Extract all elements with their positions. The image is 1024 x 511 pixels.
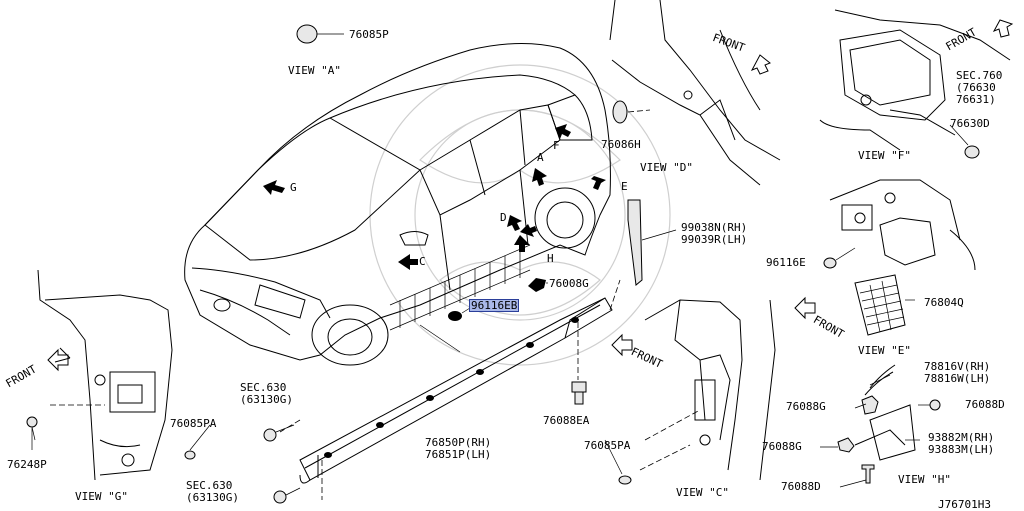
bolt-sec630-lower (273, 487, 301, 504)
leader-lines (31, 374, 920, 488)
sec760-label-line3: 76631) (956, 93, 996, 106)
view-g-label: VIEW "G" (75, 490, 128, 503)
sec760-label-line1: SEC.760 (956, 69, 1003, 82)
part-76088EA-label: 76088EA (543, 414, 590, 427)
callout-f: F (553, 139, 560, 152)
view-c-label: VIEW "C" (676, 486, 729, 499)
part-76851P-label: 76851P(LH) (425, 448, 492, 461)
part-76088D-label-right: 76088D (965, 398, 1005, 411)
sec630-upper-label-line1: SEC.630 (240, 381, 287, 394)
view-h-panel (837, 364, 941, 484)
part-76088D-label-lower: 76088D (781, 480, 821, 493)
sec630-lower-label-line2: (63130G) (186, 491, 239, 504)
clip-76088EA (571, 381, 587, 405)
part-78816W-label: 78816W(LH) (924, 372, 991, 385)
view-d-panel (609, 0, 781, 186)
part-96116E-label: 96116E (766, 256, 806, 269)
part-93883M-label: 93883M(LH) (928, 443, 995, 456)
view-e-panel (823, 179, 976, 271)
callout-g: G (290, 181, 297, 194)
callout-e: E (621, 180, 628, 193)
part-76085PA-label-left: 76085PA (170, 417, 217, 430)
front-arrow-d (750, 54, 771, 75)
callout-c: C (419, 255, 426, 268)
front-arrow-g (47, 348, 69, 372)
bolt-sec630-upper (263, 424, 295, 442)
part-76088G-label-lower: 76088G (762, 440, 802, 453)
clip-76008G (419, 278, 548, 353)
part-76085PA-label-right: 76085PA (584, 439, 631, 452)
grommet-76085PA-lower (618, 475, 632, 485)
part-76086H-label: 76086H (601, 138, 641, 151)
view-h-label: VIEW "H" (898, 473, 951, 486)
part-96116EB-label-highlighted: 96116EB (468, 299, 520, 312)
front-arrow-c (611, 333, 633, 357)
front-arrow-e (794, 296, 816, 320)
sec630-lower-label-line1: SEC.630 (186, 479, 233, 492)
part-76804Q-label: 76804Q (924, 296, 964, 309)
callout-a: A (537, 151, 544, 164)
part-76008G-label: 76008G (549, 277, 589, 290)
part-99038N-label: 99038N(RH) (681, 221, 748, 234)
diagram-id: J76701H3 (938, 498, 991, 511)
part-76248P-label: 76248P (7, 458, 47, 471)
view-arrows (263, 124, 606, 270)
front-arrow-f (992, 19, 1014, 38)
view-f-panel (819, 9, 1011, 159)
grille-76804Q (854, 274, 915, 336)
callout-h: H (547, 252, 554, 265)
side-sill-molding (279, 279, 621, 500)
view-d-label: VIEW "D" (640, 161, 693, 174)
part-76088G-label-upper: 76088G (786, 400, 826, 413)
strip-99038N (627, 199, 643, 286)
sec630-upper-label-line2: (63130G) (240, 393, 293, 406)
vehicle-body (184, 43, 611, 366)
view-e-label: VIEW "E" (858, 344, 911, 357)
grommet-76085P (296, 24, 318, 44)
callout-d: D (500, 211, 507, 224)
part-76085P-label: 76085P (349, 28, 389, 41)
part-93882M-label: 93882M(RH) (928, 431, 995, 444)
part-76630D-label: 76630D (950, 117, 990, 130)
view-f-label: VIEW "F" (858, 149, 911, 162)
view-a-label: VIEW "A" (288, 64, 341, 77)
grommet-76085PA-center (184, 450, 196, 460)
part-78816V-label: 78816V(RH) (924, 360, 991, 373)
sec760-label-line2: (76630 (956, 81, 996, 94)
part-76850P-label: 76850P(RH) (425, 436, 492, 449)
part-99039R-label: 99039R(LH) (681, 233, 748, 246)
view-c-panel (639, 299, 776, 481)
sill-clips-on-body (389, 244, 531, 331)
view-g-panel (26, 269, 173, 481)
